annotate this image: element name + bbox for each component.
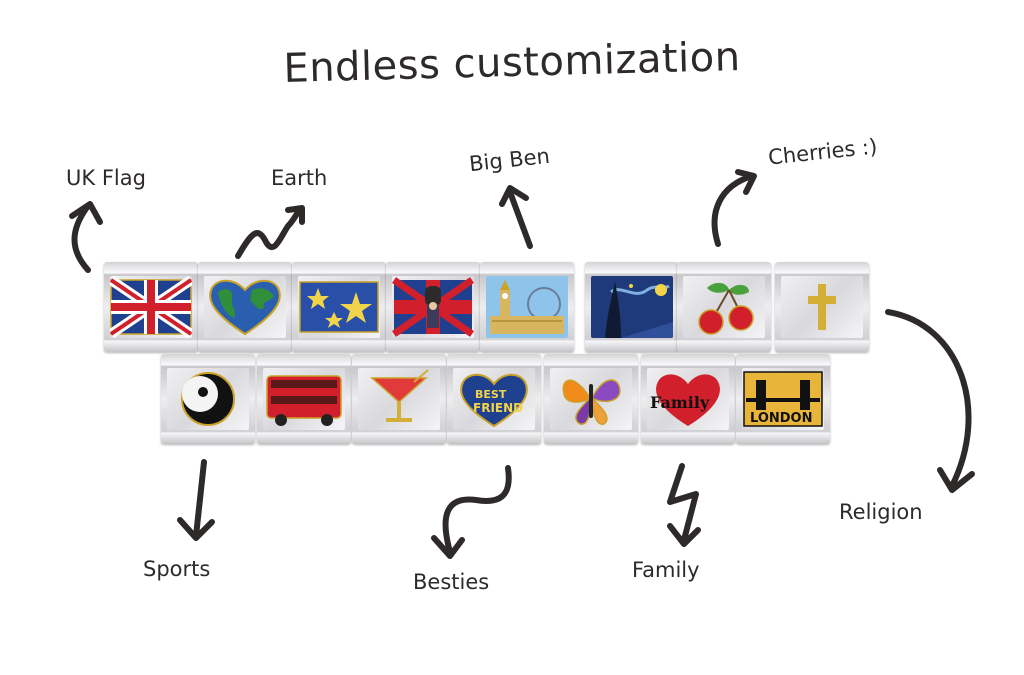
uk-flag-icon <box>110 276 192 338</box>
charm-bus[interactable] <box>257 354 351 444</box>
cherries-icon <box>698 282 754 335</box>
friend-text: FRIEND <box>473 401 523 415</box>
charm-butterfly[interactable] <box>544 354 638 444</box>
charm-stars[interactable] <box>292 262 386 352</box>
crescent-ball-icon <box>181 372 235 426</box>
charm-big-ben[interactable] <box>480 262 574 352</box>
label-uk-flag: UK Flag <box>66 166 146 190</box>
label-religion: Religion <box>839 500 923 524</box>
big-ben-icon <box>486 276 568 338</box>
arrow-cherries <box>711 173 755 247</box>
arrow-family <box>667 463 699 543</box>
charm-earth[interactable] <box>198 262 292 352</box>
charm-uk-flag[interactable] <box>104 262 198 352</box>
stars-icon <box>299 281 379 333</box>
label-sports: Sports <box>143 557 211 581</box>
arrow-sports <box>193 459 207 539</box>
arrow-besties <box>442 465 512 555</box>
earth-heart-icon <box>209 279 281 336</box>
label-besties: Besties <box>413 570 490 594</box>
charm-london[interactable]: LONDON <box>736 354 830 444</box>
cross-icon <box>808 284 836 330</box>
charm-cherries[interactable] <box>677 262 771 352</box>
london-bus-icon <box>266 375 342 426</box>
butterfly-icon <box>562 379 621 425</box>
charm-family[interactable]: Family <box>641 354 735 444</box>
starry-night-icon <box>591 276 673 338</box>
family-text: Family <box>650 393 710 412</box>
charm-best-friend[interactable]: BEST FRIEND <box>447 354 541 444</box>
label-family: Family <box>632 558 700 582</box>
charm-8-ball[interactable] <box>161 354 255 444</box>
arrow-religion <box>885 309 972 489</box>
cocktail-icon <box>370 369 429 422</box>
best-friend-heart-icon: BEST FRIEND <box>460 373 528 428</box>
arrow-uk-flag <box>71 203 91 273</box>
label-earth: Earth <box>271 166 328 190</box>
arrow-big-ben <box>507 189 533 249</box>
charm-cross[interactable] <box>775 262 869 352</box>
arrow-earth <box>235 207 303 259</box>
london-bridge-icon: LONDON <box>743 371 823 427</box>
charm-starry-night[interactable] <box>585 262 679 352</box>
london-text: LONDON <box>750 411 812 426</box>
royal-guard-flag-icon <box>392 277 474 337</box>
charm-royal-guard[interactable] <box>386 262 480 352</box>
best-text: BEST <box>475 388 507 401</box>
charm-cocktail[interactable] <box>352 354 446 444</box>
family-heart-icon: Family <box>650 374 720 426</box>
